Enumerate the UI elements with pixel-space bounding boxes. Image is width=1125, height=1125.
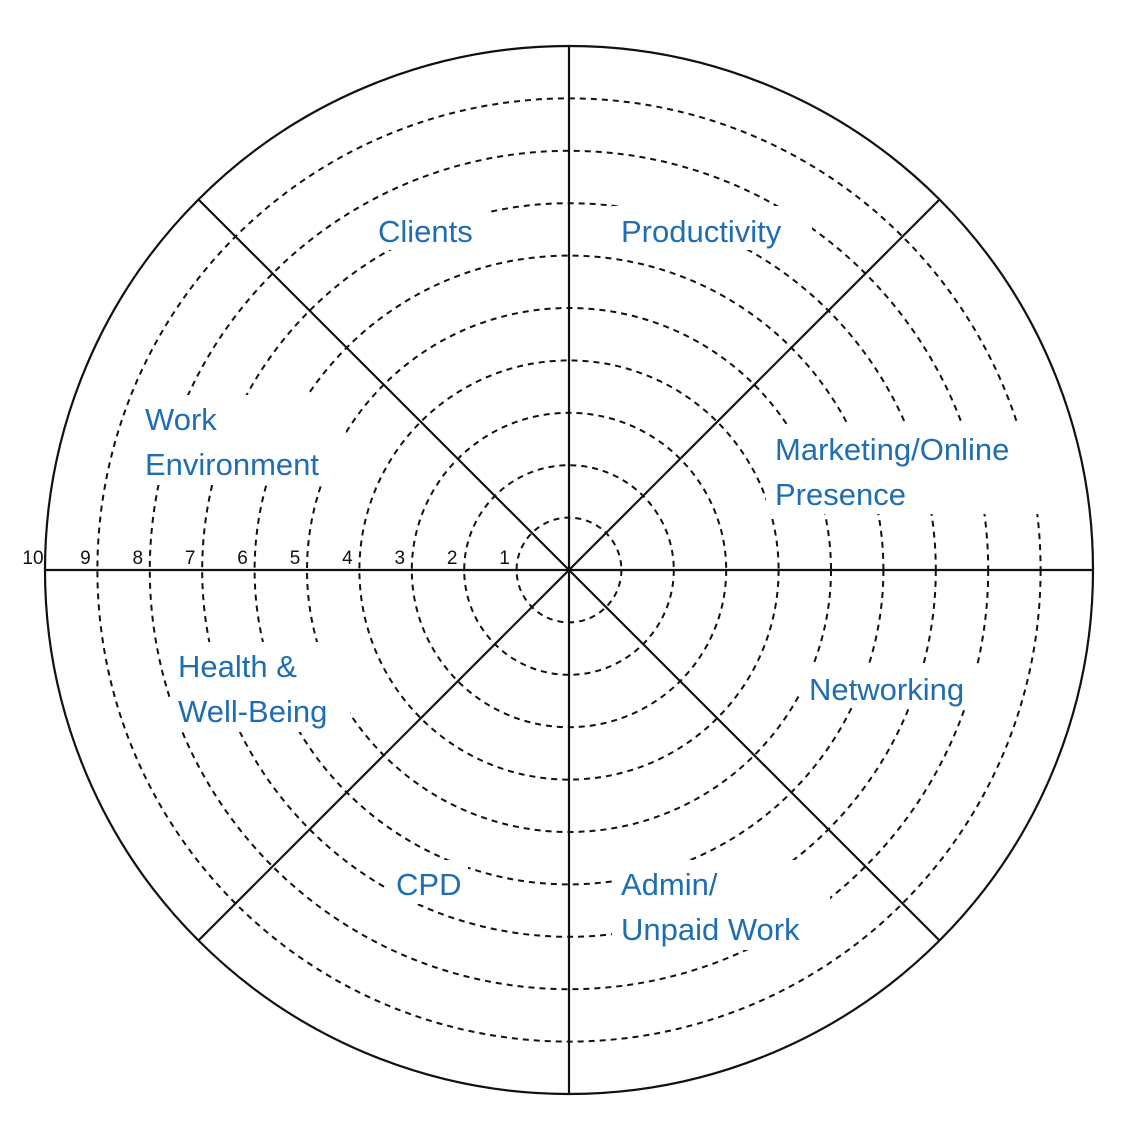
- segment-label: Networking: [809, 672, 964, 707]
- segment-label: Well-Being: [178, 694, 327, 729]
- segment-label: Work: [145, 402, 217, 437]
- segment-label: Marketing/Online: [775, 432, 1009, 467]
- scale-label-10: 10: [22, 548, 43, 569]
- segment-admin: Admin/ Unpaid Work: [612, 860, 830, 950]
- segment-productivity: Productivity: [612, 206, 812, 250]
- spoke-line: [197, 198, 941, 942]
- segment-label: Clients: [378, 214, 473, 249]
- scale-label-3: 3: [395, 548, 406, 569]
- segment-label: Environment: [145, 447, 319, 482]
- segment-clients: Clients: [372, 206, 488, 250]
- scale-label-2: 2: [447, 548, 458, 569]
- segment-label: Presence: [775, 477, 906, 512]
- scale-label-8: 8: [133, 548, 144, 569]
- segment-label: Productivity: [621, 214, 782, 249]
- segment-label: CPD: [396, 867, 461, 902]
- scale-label-7: 7: [185, 548, 196, 569]
- segment-work-environment: Work Environment: [136, 395, 346, 485]
- scale-label-5: 5: [290, 548, 301, 569]
- segment-label: Health &: [178, 649, 297, 684]
- scale-label-4: 4: [342, 548, 353, 569]
- segment-networking: Networking: [800, 664, 996, 708]
- segment-health: Health & Well-Being: [170, 642, 350, 732]
- segment-label: Admin/: [621, 867, 718, 902]
- scale-label-1: 1: [499, 548, 510, 569]
- scale-label-6: 6: [237, 548, 248, 569]
- segment-marketing: Marketing/Online Presence: [766, 424, 1056, 514]
- segment-cpd: CPD: [388, 860, 468, 904]
- scale-label-9: 9: [80, 548, 91, 569]
- segment-label: Unpaid Work: [621, 912, 800, 947]
